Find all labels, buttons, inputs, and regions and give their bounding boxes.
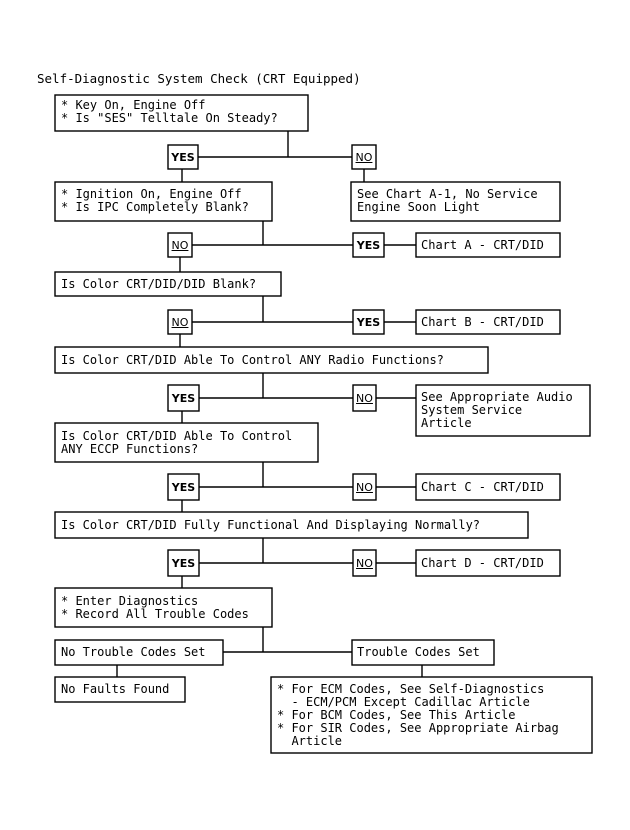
yes-label: YES: [171, 481, 196, 494]
node-fully-functional: Is Color CRT/DID Fully Functional And Di…: [61, 518, 481, 532]
node-text: * Is IPC Completely Blank?: [61, 200, 249, 214]
yes-label: YES: [171, 151, 195, 164]
node-text: * Record All Trouble Codes: [61, 607, 249, 621]
no-label: NO: [355, 151, 373, 164]
node-text: Article: [421, 416, 472, 430]
yes-label: YES: [171, 557, 196, 570]
node-chart-c: Chart C - CRT/DID: [421, 480, 544, 494]
node-chart-d: Chart D - CRT/DID: [421, 556, 544, 570]
no-label: NO: [356, 481, 373, 494]
node-text: System Service: [421, 403, 523, 417]
node-text: * Enter Diagnostics: [61, 594, 199, 608]
node-text: - ECM/PCM Except Cadillac Article: [277, 695, 530, 709]
node-crt-blank: Is Color CRT/DID/DID Blank?: [61, 277, 257, 291]
node-no-faults: No Faults Found: [61, 682, 170, 696]
node-chart-b: Chart B - CRT/DID: [421, 315, 544, 329]
no-label: NO: [356, 392, 373, 405]
node-text: * For BCM Codes, See This Article: [277, 708, 516, 722]
no-label: NO: [356, 557, 373, 570]
node-text: See Chart A-1, No Service: [357, 187, 538, 201]
node-text: * Is "SES" Telltale On Steady?: [61, 111, 278, 125]
node-chart-a: Chart A - CRT/DID: [421, 238, 544, 252]
yes-label: YES: [356, 239, 381, 252]
node-text: * For SIR Codes, See Appropriate Airbag: [277, 721, 559, 735]
node-text: * For ECM Codes, See Self-Diagnostics: [277, 682, 545, 696]
node-radio-functions: Is Color CRT/DID Able To Control ANY Rad…: [61, 353, 444, 367]
no-label: NO: [171, 239, 189, 252]
chart-title: Self-Diagnostic System Check (CRT Equipp…: [37, 71, 361, 86]
node-text: * Key On, Engine Off: [61, 98, 206, 112]
no-label: NO: [171, 316, 189, 329]
node-text: Is Color CRT/DID Able To Control: [61, 429, 293, 443]
node-text: * Ignition On, Engine Off: [61, 187, 242, 201]
node-no-trouble-codes: No Trouble Codes Set: [61, 645, 206, 659]
yes-label: YES: [171, 392, 196, 405]
node-trouble-codes-set: Trouble Codes Set: [357, 645, 480, 659]
node-text: ANY ECCP Functions?: [61, 442, 199, 456]
yes-label: YES: [356, 316, 381, 329]
node-text: Article: [277, 734, 343, 748]
node-text: See Appropriate Audio: [421, 390, 573, 404]
node-text: Engine Soon Light: [357, 200, 480, 214]
